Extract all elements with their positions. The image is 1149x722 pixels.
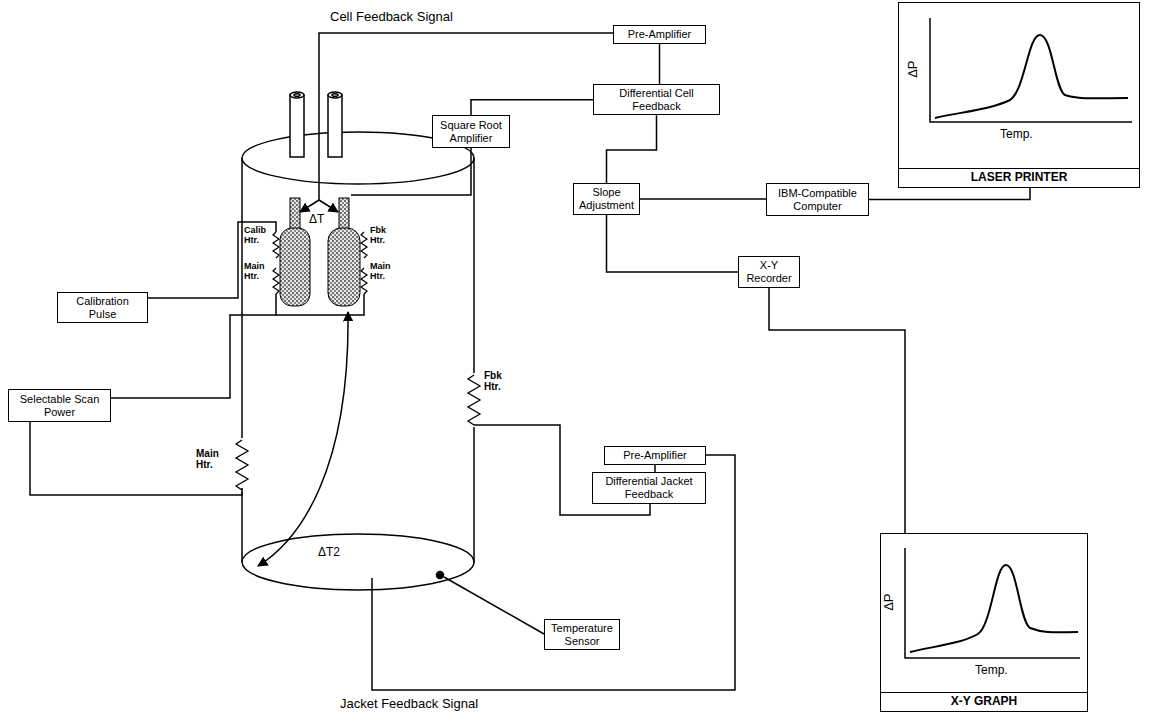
- connector: [471, 100, 593, 115]
- node-text: X-Y GRAPH: [881, 692, 1087, 711]
- node-text: Calibration Pulse: [62, 295, 143, 320]
- amplifier-box: Pre-Amplifier: [613, 25, 706, 44]
- axis-label: Temp.: [1000, 128, 1033, 141]
- process-box: Slope Adjustment: [573, 183, 640, 214]
- heater-label: Calib Htr.: [244, 226, 272, 246]
- delta-label: ΔT2: [318, 546, 340, 559]
- amplifier-box: Square Root Amplifier: [432, 115, 510, 148]
- heater-coil: [236, 375, 480, 490]
- connector: [607, 115, 657, 183]
- node-text: Differential Jacket Feedback: [597, 475, 701, 500]
- axis-label: ΔP: [882, 593, 896, 610]
- sensor-box: Temperature Sensor: [544, 619, 620, 650]
- connector: [869, 188, 1030, 200]
- chart-plot: [930, 18, 1132, 122]
- power-box: Selectable Scan Power: [8, 389, 111, 422]
- amplifier-box: Pre-Amplifier: [604, 446, 706, 465]
- heater-label: Main Htr.: [196, 448, 234, 470]
- connector: [769, 288, 905, 533]
- axis-label: ΔP: [906, 60, 920, 77]
- connector: [659, 44, 661, 84]
- sensor-dot: [437, 572, 444, 579]
- node-text: LASER PRINTER: [899, 168, 1139, 187]
- signal-label: Cell Feedback Signal: [330, 10, 453, 24]
- computer-box: IBM-Compatible Computer: [766, 183, 869, 216]
- node-text: Differential Cell Feedback: [598, 87, 715, 112]
- heater-label: Fbk Htr.: [370, 226, 400, 246]
- feedback-box: Differential Cell Feedback: [593, 84, 720, 115]
- wire: [30, 33, 735, 690]
- graph-panel: X-Y GRAPH: [880, 533, 1088, 712]
- axis-label: Temp.: [975, 664, 1008, 677]
- access-tube: [290, 92, 342, 157]
- heater-coil: [273, 232, 367, 294]
- heater-label: Fbk Htr.: [484, 370, 520, 392]
- node-text: Selectable Scan Power: [13, 393, 106, 418]
- node-text: Square Root Amplifier: [437, 119, 505, 144]
- heater-label: Main Htr.: [370, 262, 400, 282]
- feedback-box: Differential Jacket Feedback: [592, 472, 706, 503]
- node-text: Pre-Amplifier: [623, 449, 687, 462]
- heater-label: Main Htr.: [244, 262, 272, 282]
- connector: [654, 465, 656, 472]
- pulse-box: Calibration Pulse: [57, 292, 148, 323]
- node-text: Slope Adjustment: [578, 186, 635, 211]
- chart-plot: [905, 548, 1080, 658]
- connector: [607, 215, 739, 272]
- delta-label: ΔT: [309, 213, 324, 226]
- node-text: IBM-Compatible Computer: [771, 187, 864, 212]
- signal-label: Jacket Feedback Signal: [340, 697, 478, 711]
- printer-panel: LASER PRINTER: [898, 2, 1140, 188]
- node-text: X-Y Recorder: [743, 259, 795, 284]
- sample-cell: [280, 198, 360, 306]
- vessel: [242, 132, 474, 590]
- node-text: Temperature Sensor: [549, 622, 615, 647]
- recorder-box: X-Y Recorder: [738, 256, 800, 287]
- connector: [640, 198, 766, 200]
- node-text: Pre-Amplifier: [628, 28, 692, 41]
